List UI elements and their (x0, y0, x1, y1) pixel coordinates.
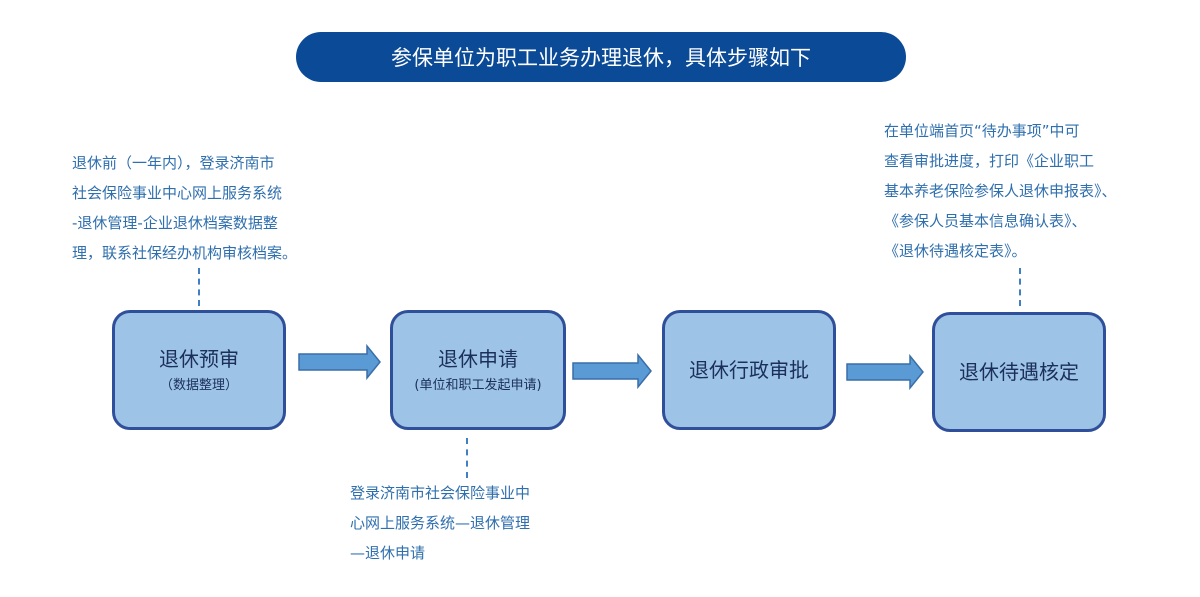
connector-pre-review (198, 268, 200, 306)
note-benefit-check: 在单位端首页“待办事项”中可 查看审批进度，打印《企业职工 基本养老保险参保人退… (884, 122, 1117, 260)
step-pre-review: 退休预审 （数据整理） (112, 310, 286, 430)
step-application-subtitle: (单位和职工发起申请) (414, 378, 542, 393)
step-admin-approval: 退休行政审批 (662, 310, 836, 430)
step-pre-review-title: 退休预审 (159, 347, 239, 371)
note-application: 登录济南市社会保险事业中 心网上服务系统—退休管理 —退休申请 (350, 484, 531, 562)
arrow-3-icon (846, 353, 924, 391)
connector-application (466, 438, 468, 478)
step-benefit-check-title: 退休待遇核定 (959, 360, 1079, 384)
step-application: 退休申请 (单位和职工发起申请) (390, 310, 566, 430)
arrow-2-icon (572, 352, 652, 390)
connector-benefit-check (1019, 268, 1021, 306)
arrow-1-icon (298, 343, 381, 381)
page-title: 参保单位为职工业务办理退休，具体步骤如下 (296, 32, 906, 82)
step-benefit-check: 退休待遇核定 (932, 312, 1106, 432)
step-pre-review-subtitle: （数据整理） (159, 378, 238, 393)
note-pre-review: 退休前（一年内），登录济南市 社会保险事业中心网上服务系统 -退休管理-企业退休… (72, 154, 298, 262)
step-application-title: 退休申请 (438, 347, 518, 371)
step-admin-approval-title: 退休行政审批 (689, 358, 809, 382)
